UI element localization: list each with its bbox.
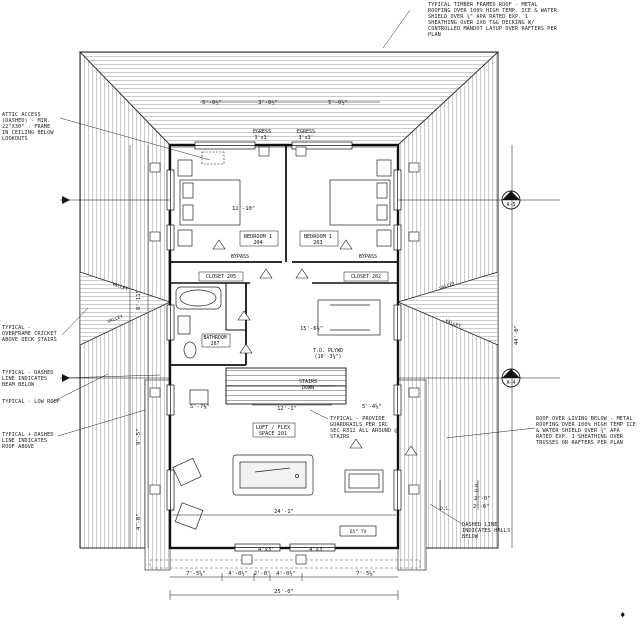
section-marker-a5-sheet: A-5 [506, 202, 515, 208]
note-overframe: TYPICAL - OVERFRAME CRICKET ABOVE DECK S… [2, 325, 57, 343]
furniture [172, 159, 392, 537]
valley-label-4: VALLEY [444, 318, 462, 329]
bottom-dim-1: 7'-5⅝" [186, 570, 206, 577]
note-roof-top: TYPICAL TIMBER FRAMED ROOF - METAL ROOFI… [428, 2, 557, 38]
stair-width-dim: 12'-1" [277, 406, 297, 412]
room-label-tv: 65" TV [350, 529, 367, 535]
room-label-closet-205: CLOSET 205 [206, 274, 236, 280]
misc-dim-6: 2'-6" [473, 504, 490, 510]
ol-label: O.L. [440, 506, 451, 512]
misc-dim-5: 2'-0" [474, 496, 491, 502]
interior-width-dim: 24'-1" [274, 509, 294, 515]
right-height-dim: 44'-0" [514, 325, 520, 345]
valley-label-2: VALLEY [107, 314, 125, 325]
valley-label-1: VALLEY [111, 281, 129, 292]
valley-label-3: VALLEY [439, 281, 457, 292]
north-arrow-glyph: ♦ [620, 611, 625, 621]
section-marker-a5: 1 A-5 [60, 190, 560, 210]
plywd-dim: (10'-3¼") [314, 354, 341, 360]
note-dashed-halls: DASHED LINE INDICATES HALLS BELOW [462, 522, 511, 540]
interior-walls [170, 145, 398, 366]
note-dashed-roof: TYPICAL + DASHED LINE INDICATES ROOF ABO… [2, 432, 54, 450]
leader-lines [51, 9, 536, 525]
misc-dim-2: 15'-6½" [300, 325, 323, 332]
bottom-dim-2: 4'-0½" [228, 570, 248, 577]
note-attic-access: ATTIC ACCESS (DASHED) - MIN. 22"x30" - F… [2, 112, 54, 142]
plywd-label: T.O. PLYWD [313, 348, 343, 354]
misc-dim-8: 8'-11" [136, 290, 142, 310]
dimension-lines [129, 101, 513, 600]
misc-dim-3: 5'-7⅛" [190, 403, 210, 410]
note-low-roof: TYPICAL - LOW ROOF [2, 399, 61, 405]
misc-dim-7: 9'-5" [136, 428, 142, 445]
bottom-dim-4: 4'-0½" [276, 570, 296, 577]
bottom-dim-3: 2'-0" [254, 571, 271, 577]
window-size-bottom-right: 4'x3' [309, 547, 326, 553]
bypass-label-right: BYPASS [359, 254, 377, 260]
misc-dim-1: 11'-10" [232, 206, 255, 212]
misc-dim-9: 4'-0" [136, 513, 142, 530]
section-marker-a4-num: 1 [509, 372, 512, 378]
section-marker-a5-num: 1 [509, 194, 512, 200]
top-dim-1: 5'-0½" [202, 99, 222, 106]
windows [166, 141, 402, 552]
room-label-closet-202: CLOSET 202 [351, 274, 381, 280]
stair-flight [225, 367, 347, 405]
roof-outline [79, 51, 500, 571]
section-marker-a4-sheet: A-4 [506, 380, 515, 386]
overall-width-dim: 25'-0" [274, 589, 294, 595]
section-marker-a4: 1 A-4 [60, 368, 560, 388]
revision-triangles [212, 239, 418, 456]
bottom-dim-5: 7'-5⅝" [356, 570, 376, 577]
top-dim-2: 3'-0½" [258, 99, 278, 106]
note-dashed-beam: TYPICAL - DASHED LINE INDICATES BEAM BEL… [2, 370, 54, 388]
oh-label: O.H. [474, 481, 480, 492]
note-roof-living: ROOF OVER LIVING BELOW - METAL ROOFING O… [536, 416, 636, 446]
window-size-bottom-left: 4'x3' [258, 547, 275, 553]
top-dim-3: 5'-0½" [328, 99, 348, 106]
note-guardrails: TYPICAL - PROVIDE GUARDRAILS PER IRC SEC… [330, 416, 398, 440]
misc-dim-4: 5'-4⅝" [362, 403, 382, 410]
window-tags [149, 146, 420, 565]
bypass-label-left: BYPASS [231, 254, 249, 260]
